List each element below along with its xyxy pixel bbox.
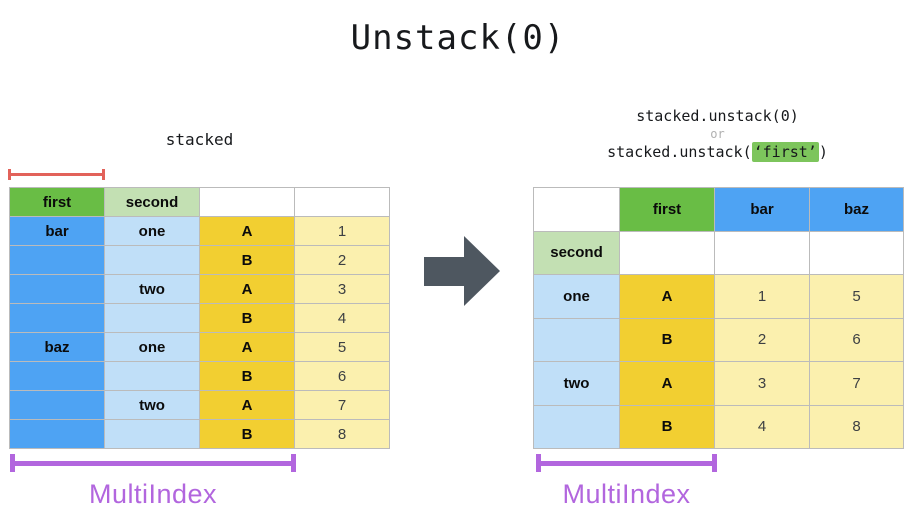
table-cell: 5 — [295, 333, 389, 361]
code-highlight-first: ‘first’ — [751, 142, 819, 162]
table-cell: baz — [10, 333, 104, 361]
table-cell: 8 — [810, 405, 903, 448]
table-cell — [10, 304, 104, 332]
table-cell: two — [534, 362, 619, 405]
table-cell: 6 — [810, 318, 903, 361]
table-cell: bar — [715, 188, 809, 231]
table-cell: second — [105, 188, 199, 216]
bracket-line — [15, 460, 291, 466]
table-cell: first — [10, 188, 104, 216]
arrow-stem — [424, 257, 464, 286]
table-cell: 6 — [295, 362, 389, 390]
table-cell: 4 — [295, 304, 389, 332]
table-cell: B — [620, 405, 714, 448]
bracket-tick-right — [102, 169, 105, 180]
table-cell — [10, 246, 104, 274]
bracket-tick-left — [536, 454, 541, 472]
table-cell — [105, 362, 199, 390]
caption-unstack-0: stacked.unstack(0) — [636, 107, 799, 125]
page-title: Unstack(0) — [350, 18, 566, 58]
code-prefix: stacked.unstack( — [607, 143, 752, 161]
table-cell: bar — [10, 217, 104, 245]
multiindex-bracket-right — [536, 454, 717, 472]
left-table-caption: stacked — [165, 130, 234, 149]
table-cell: A — [200, 333, 294, 361]
table-cell: 4 — [715, 405, 809, 448]
table-cell: A — [620, 275, 714, 318]
table-cell: second — [534, 231, 619, 274]
table-cell: two — [105, 391, 199, 419]
table-cell: B — [200, 304, 294, 332]
bracket-tick-left — [8, 169, 11, 180]
table-cell: 5 — [810, 275, 903, 318]
table-cell — [105, 246, 199, 274]
arrow-head — [464, 236, 500, 306]
table-cell: 3 — [715, 362, 809, 405]
table-cell: A — [200, 391, 294, 419]
arrow-right-icon — [424, 236, 500, 306]
caption-or: or — [710, 127, 725, 141]
right-table-caption: stacked.unstack(0) or stacked.unstack(‘f… — [533, 106, 902, 163]
multiindex-bracket-left — [10, 454, 296, 472]
table-cell — [810, 231, 903, 274]
table-cell: 1 — [715, 275, 809, 318]
table-cell — [715, 231, 809, 274]
table-cell: A — [620, 362, 714, 405]
table-cell: 3 — [295, 275, 389, 303]
table-cell: B — [200, 420, 294, 448]
table-cell — [534, 318, 619, 361]
table-cell — [295, 188, 389, 216]
table-cell — [534, 188, 619, 231]
bracket-line — [11, 173, 102, 176]
table-cell: one — [105, 333, 199, 361]
table-cell — [10, 420, 104, 448]
multiindex-label-right: MultiIndex — [562, 479, 691, 509]
table-cell: B — [200, 362, 294, 390]
table-cell: B — [620, 318, 714, 361]
table-cell — [534, 405, 619, 448]
table-cell: 7 — [810, 362, 903, 405]
bracket-tick-left — [10, 454, 15, 472]
table-cell: 8 — [295, 420, 389, 448]
table-cell — [620, 231, 714, 274]
table-cell: 2 — [295, 246, 389, 274]
table-cell — [105, 304, 199, 332]
caption-unstack-first: stacked.unstack(‘first’) — [533, 142, 902, 163]
table-cell — [10, 362, 104, 390]
table-cell: first — [620, 188, 714, 231]
table-cell: 7 — [295, 391, 389, 419]
bracket-tick-right — [712, 454, 717, 472]
table-cell: 2 — [715, 318, 809, 361]
table-cell: one — [105, 217, 199, 245]
table-cell — [200, 188, 294, 216]
table-cell: one — [534, 275, 619, 318]
code-suffix: ) — [818, 143, 828, 161]
table-cell: baz — [810, 188, 903, 231]
multiindex-label-left: MultiIndex — [88, 479, 218, 509]
first-column-span-bracket — [8, 169, 105, 180]
table-cell — [105, 420, 199, 448]
bracket-line — [541, 460, 712, 466]
table-cell: 1 — [295, 217, 389, 245]
table-cell: A — [200, 217, 294, 245]
table-cell — [10, 275, 104, 303]
table-cell: B — [200, 246, 294, 274]
table-cell: A — [200, 275, 294, 303]
table-cell: two — [105, 275, 199, 303]
bracket-tick-right — [291, 454, 296, 472]
table-cell — [10, 391, 104, 419]
